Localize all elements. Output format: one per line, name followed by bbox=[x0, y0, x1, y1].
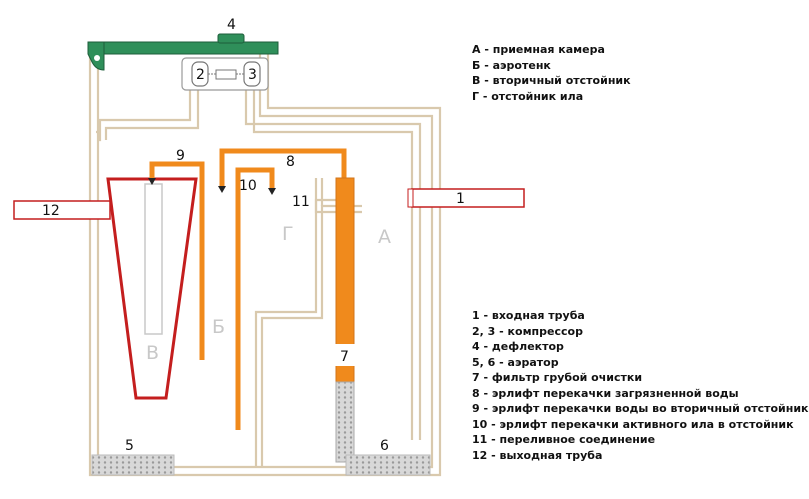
secondary-clarifier bbox=[106, 177, 198, 400]
legend-zone-a: А - приемная камера bbox=[472, 43, 605, 56]
outlet-pipe bbox=[13, 200, 111, 220]
airlift-10 bbox=[235, 167, 275, 430]
tank-outer-wall bbox=[88, 52, 442, 477]
partition-g-wall bbox=[260, 204, 340, 467]
part-label-10: 10 bbox=[239, 178, 257, 194]
legend-item-4: 4 - дефлектор bbox=[472, 340, 564, 353]
part-label-6: 6 bbox=[380, 438, 389, 454]
part-label-8: 8 bbox=[286, 154, 295, 170]
part-label-12: 12 bbox=[42, 203, 60, 219]
legend-item-12: 12 - выходная труба bbox=[472, 448, 603, 462]
part-label-9: 9 bbox=[176, 148, 185, 164]
legend-item-8: 8 - эрлифт перекачки загрязненной воды bbox=[472, 386, 739, 400]
partitions bbox=[96, 86, 422, 467]
legend-item-11: 11 - переливное соединение bbox=[472, 433, 656, 446]
airlift-9 bbox=[149, 161, 205, 360]
parts-legend: 1 - входная труба 2, 3 - компрессор 4 - … bbox=[472, 308, 809, 463]
aerator-5 bbox=[91, 454, 175, 476]
tank-walls bbox=[88, 52, 442, 477]
legend-item-1: 1 - входная труба bbox=[472, 309, 585, 322]
part-label-1: 1 bbox=[456, 191, 465, 207]
legend-zone-v: В - вторичный отстойник bbox=[472, 74, 631, 87]
legend-item-5-6: 5, 6 - аэратор bbox=[472, 355, 559, 369]
zone-label-a: А bbox=[378, 226, 391, 248]
legend-item-7: 7 - фильтр грубой очистки bbox=[472, 371, 643, 384]
legend-zone-g: Г - отстойник ила bbox=[472, 89, 584, 103]
inlet-pipe bbox=[407, 188, 525, 208]
legend-item-10: 10 - эрлифт перекачки активного ила в от… bbox=[472, 417, 794, 431]
zone-label-b: Б bbox=[212, 316, 225, 338]
part-label-7: 7 bbox=[340, 349, 349, 365]
part-label-11: 11 bbox=[292, 194, 310, 210]
zone-label-g: Г bbox=[282, 223, 294, 245]
lid bbox=[87, 33, 279, 71]
deflector bbox=[217, 33, 245, 44]
part-label-4: 4 bbox=[227, 17, 236, 33]
part-label-3: 3 bbox=[248, 67, 257, 83]
legend-item-2-3: 2, 3 - компрессор bbox=[472, 324, 583, 338]
zones-legend: А - приемная камера Б - аэротенк В - вто… bbox=[472, 42, 631, 104]
part-label-5: 5 bbox=[125, 438, 134, 454]
legend-item-9: 9 - эрлифт перекачки воды во вторичный о… bbox=[472, 402, 809, 415]
airlift-8 bbox=[219, 148, 347, 186]
clarifier-inner-tube bbox=[144, 183, 163, 335]
zone-label-v: В bbox=[146, 342, 159, 364]
aerator-6 bbox=[345, 454, 431, 476]
compressor-unit bbox=[181, 57, 269, 91]
part-label-2: 2 bbox=[196, 67, 205, 83]
legend-zone-b: Б - аэротенк bbox=[472, 58, 551, 72]
tank-inner-wall bbox=[96, 52, 434, 469]
coarse-filter bbox=[335, 177, 355, 463]
